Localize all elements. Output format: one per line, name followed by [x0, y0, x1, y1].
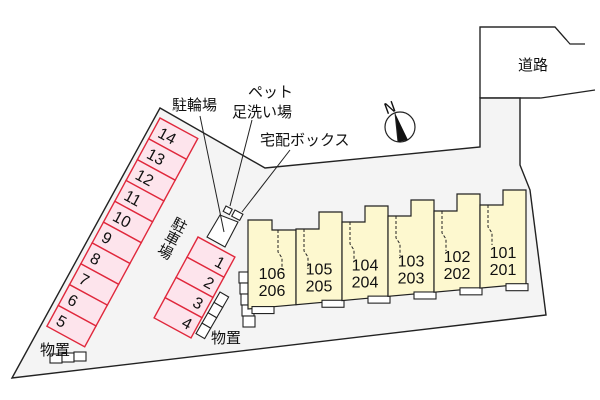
storage-left-label: 物置: [40, 341, 70, 359]
compass-north-label: N: [382, 98, 399, 119]
parking-stall: 1: [186, 236, 236, 279]
storage-left: [49, 351, 87, 364]
unit-number-lower: 103: [398, 253, 425, 270]
parking-stall-number: 12: [132, 167, 156, 190]
unit-number-lower: 106: [259, 266, 286, 283]
parking-stall: 7: [68, 262, 120, 307]
parking-stall-box: [45, 304, 97, 348]
road-label: 道路: [518, 56, 548, 74]
bicycle-parking-label: 駐輪場: [172, 96, 217, 114]
parking-stall: 4: [153, 296, 203, 339]
unit-number-upper: 201: [490, 262, 517, 279]
parking-stall: 9: [91, 221, 143, 265]
unit-number-upper: 206: [259, 283, 286, 300]
entrance-step: [321, 299, 345, 308]
parking-stall: 14: [147, 117, 199, 161]
parking-stall: 10: [102, 200, 154, 244]
unit-number-lower: 102: [444, 249, 471, 266]
parking-stall: 13: [136, 137, 188, 182]
parking-stall: 12: [125, 158, 177, 202]
entrance-step: [413, 291, 437, 300]
parking-stall-number: 10: [110, 208, 134, 231]
parking-stall-number: 14: [155, 125, 179, 148]
unit-number-upper: 203: [398, 270, 425, 287]
storage-center-label: 物置: [211, 329, 241, 347]
unit-number-lower: 105: [306, 262, 333, 279]
entrance-step: [459, 287, 483, 296]
entrance-step: [367, 295, 391, 304]
compass-icon: [384, 111, 416, 143]
unit-number-upper: 202: [444, 266, 471, 283]
parking-stall-number: 13: [144, 146, 168, 169]
storage-center-diagonal: [195, 291, 230, 340]
parking-stall-box: [153, 296, 203, 339]
pet-wash-label-line2: 足洗い場: [232, 103, 292, 121]
unit-number-upper: 205: [306, 279, 333, 296]
delivery-box-label: 宅配ボックス: [260, 131, 350, 149]
pet-wash-label-line1: ペット: [248, 83, 293, 101]
parking-stall: 5: [45, 304, 97, 348]
unit-number-lower: 104: [352, 257, 379, 274]
bicycle-parking: [206, 214, 239, 248]
parking-stall: 11: [113, 179, 165, 223]
pet-wash-station: [222, 205, 233, 216]
unit-number-lower: 101: [490, 245, 517, 262]
parking-stall: 8: [79, 242, 131, 286]
entrance-step: [251, 306, 275, 315]
unit-number-upper: 204: [352, 274, 379, 291]
entrance-step: [505, 283, 529, 292]
parking-stall-number: 11: [121, 188, 144, 211]
delivery-box: [230, 209, 244, 222]
